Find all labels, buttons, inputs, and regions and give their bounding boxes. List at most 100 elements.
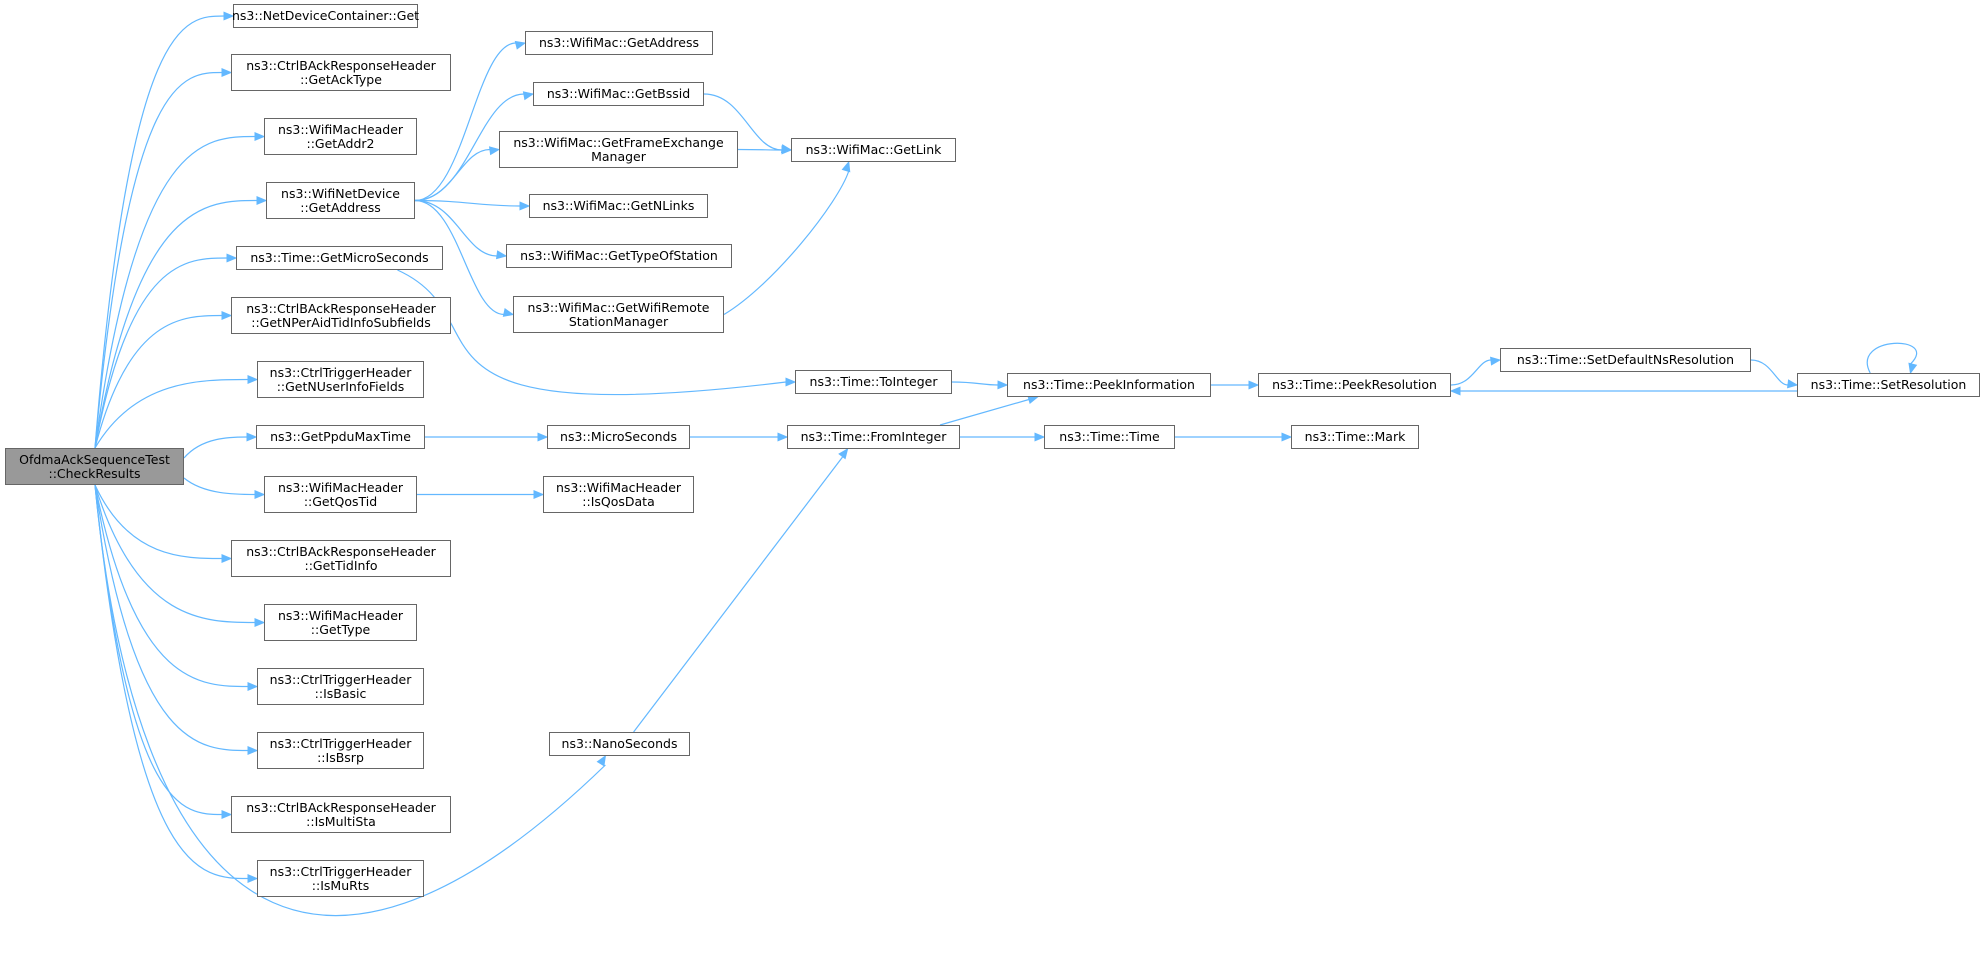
edge-wnd_getaddress-to-wm_gettypeofstation <box>414 199 498 257</box>
edge-root-to-getppdumaxtime <box>183 436 248 459</box>
edge-wm_getfem-to-wm_getlink-arrowhead <box>781 145 793 155</box>
edge-nanoseconds-to-time_frominteger <box>633 456 844 733</box>
edge-time_setdefaultns-to-time_setres-arrowhead <box>1787 379 1799 389</box>
edge-root-to-cth_ismurts-arrowhead <box>247 873 259 884</box>
edge-root-to-cbar_getacktype-arrowhead <box>221 67 233 78</box>
edge-time_setdefaultns-to-time_setres <box>1750 359 1789 386</box>
edge-root-to-cth_getnuser-arrowhead <box>247 374 259 385</box>
node-time-set-default-ns-resolution[interactable]: ns3::Time::SetDefaultNsResolution <box>1500 348 1751 372</box>
edge-nanoseconds-to-time_frominteger-arrowhead <box>838 447 849 460</box>
node-time-time[interactable]: ns3::Time::Time <box>1044 425 1175 449</box>
node-wifi-mac-header-is-qos-data[interactable]: ns3::WifiMacHeader::IsQosData <box>543 476 694 513</box>
node-ctrl-back-response-header-get-tid-info[interactable]: ns3::CtrlBAckResponseHeader::GetTidInfo <box>231 540 451 577</box>
edge-wm_getwrsm-to-wm_getlink <box>723 170 850 316</box>
edge-time_peekres-to-time_setdefaultns <box>1450 359 1492 386</box>
edge-time_frominteger-to-time_time-arrowhead <box>1034 432 1046 442</box>
node-ctrl-trigger-header-get-nuser-info-fields[interactable]: ns3::CtrlTriggerHeader::GetNUserInfoFiel… <box>257 361 424 398</box>
edge-root-to-cth_ismurts <box>94 484 249 880</box>
edge-time_setres-to-time_setres <box>1866 342 1918 374</box>
node-micro-seconds[interactable]: ns3::MicroSeconds <box>547 425 690 449</box>
edge-time_tointeger-to-time_peekinfo-arrowhead <box>997 380 1009 390</box>
edge-root-to-time_getmicro-arrowhead <box>226 253 238 263</box>
edge-root-to-ndc_get-arrowhead <box>223 11 235 21</box>
edge-root-to-cth_isbasic <box>94 484 249 688</box>
edge-time_time-to-time_mark-arrowhead <box>1281 432 1293 442</box>
node-ctrl-trigger-header-is-bsrp[interactable]: ns3::CtrlTriggerHeader::IsBsrp <box>257 732 424 769</box>
node-wifi-mac-get-nlinks[interactable]: ns3::WifiMac::GetNLinks <box>529 194 708 218</box>
edge-wnd_getaddress-to-wm_getfem <box>414 148 491 202</box>
node-wifi-mac-get-address[interactable]: ns3::WifiMac::GetAddress <box>525 31 713 55</box>
edge-root-to-wmh_getqostid <box>183 477 256 496</box>
node-ctrl-back-response-header-is-multi-sta[interactable]: ns3::CtrlBAckResponseHeader::IsMultiSta <box>231 796 451 833</box>
edge-root-to-cbar_ismultista-arrowhead <box>221 809 233 820</box>
edge-root-to-cbar_getacktype <box>94 71 223 449</box>
edge-time_tointeger-to-time_peekinfo <box>951 381 999 386</box>
node-ctrl-back-response-header-get-nper-aid-tid-info-subfields[interactable]: ns3::CtrlBAckResponseHeader::GetNPerAidT… <box>231 297 451 334</box>
edge-root-to-wmh_gettype <box>94 484 256 624</box>
node-ctrl-trigger-header-is-basic[interactable]: ns3::CtrlTriggerHeader::IsBasic <box>257 668 424 705</box>
edge-time_getmicro-to-time_tointeger <box>397 269 787 396</box>
node-wifi-mac-get-link[interactable]: ns3::WifiMac::GetLink <box>791 138 956 162</box>
node-wifi-mac-header-get-qos-tid[interactable]: ns3::WifiMacHeader::GetQosTid <box>264 476 417 513</box>
edge-root-to-cbar_gettidinfo <box>94 484 223 560</box>
edge-root-to-cbar_getnper-arrowhead <box>221 310 233 321</box>
node-wifi-mac-get-type-of-station[interactable]: ns3::WifiMac::GetTypeOfStation <box>506 244 732 268</box>
edge-root-to-time_getmicro <box>94 257 228 449</box>
node-wifi-mac-header-get-type[interactable]: ns3::WifiMacHeader::GetType <box>264 604 417 641</box>
node-time-peek-information[interactable]: ns3::Time::PeekInformation <box>1007 373 1211 397</box>
edge-wnd_getaddress-to-wm_getnlinks-arrowhead <box>519 201 531 211</box>
edge-wm_getwrsm-to-wm_getlink-arrowhead <box>841 160 851 173</box>
edge-root-to-cth_isbsrp-arrowhead <box>247 745 259 756</box>
edge-microseconds-to-time_frominteger-arrowhead <box>777 432 789 442</box>
edge-root-to-cth_getnuser <box>94 378 249 449</box>
node-net-device-container-get[interactable]: ns3::NetDeviceContainer::Get <box>232 4 419 28</box>
node-time-mark[interactable]: ns3::Time::Mark <box>1291 425 1419 449</box>
node-wifi-net-device-get-address[interactable]: ns3::WifiNetDevice::GetAddress <box>266 182 415 219</box>
edge-root-to-getppdumaxtime-arrowhead <box>246 432 258 442</box>
edge-root-to-ndc_get <box>94 15 225 449</box>
edge-root-to-cth_isbasic-arrowhead <box>247 681 259 692</box>
edge-wnd_getaddress-to-wm_getnlinks <box>414 199 521 207</box>
edge-wnd_getaddress-to-wm_gettypeofstation-arrowhead <box>495 250 508 260</box>
edge-root-to-cbar_gettidinfo-arrowhead <box>221 553 233 564</box>
edge-root-to-wnd_getaddress <box>94 199 258 449</box>
edge-wm_getbssid-to-wm_getlink <box>703 93 783 151</box>
edge-wm_getfem-to-wm_getlink <box>737 148 783 151</box>
edge-root-to-wmh_getaddr2 <box>94 135 256 449</box>
node-ofdma-ack-sequence-test-check-results: OfdmaAckSequenceTest::CheckResults <box>5 448 184 485</box>
edge-root-to-nanoseconds <box>94 484 606 917</box>
edge-time_setres-to-time_peekres-arrowhead <box>1449 386 1461 396</box>
node-time-from-integer[interactable]: ns3::Time::FromInteger <box>787 425 960 449</box>
edge-time_getmicro-to-time_tointeger-arrowhead <box>785 377 797 387</box>
edge-root-to-wmh_getqostid-arrowhead <box>254 489 266 500</box>
edge-getppdumaxtime-to-microseconds-arrowhead <box>537 432 549 442</box>
node-ctrl-back-response-header-get-ack-type[interactable]: ns3::CtrlBAckResponseHeader::GetAckType <box>231 54 451 91</box>
node-wifi-mac-header-get-addr2[interactable]: ns3::WifiMacHeader::GetAddr2 <box>264 118 417 155</box>
node-nano-seconds[interactable]: ns3::NanoSeconds <box>549 732 690 756</box>
edge-wnd_getaddress-to-wm_getbssid-arrowhead <box>522 91 535 101</box>
edge-wnd_getaddress-to-wm_getwrsm <box>414 199 505 316</box>
edge-root-to-wnd_getaddress-arrowhead <box>256 195 268 206</box>
edge-root-to-wmh_gettype-arrowhead <box>254 617 266 628</box>
edge-time_setres-to-time_setres-arrowhead <box>1908 362 1918 375</box>
edge-wnd_getaddress-to-wm_getwrsm-arrowhead <box>502 308 515 317</box>
node-time-get-micro-seconds[interactable]: ns3::Time::GetMicroSeconds <box>236 246 443 270</box>
edge-root-to-cbar_getnper <box>94 314 223 449</box>
edge-wnd_getaddress-to-wm_getfem-arrowhead <box>488 146 501 156</box>
edge-wnd_getaddress-to-wm_getaddress <box>414 42 517 202</box>
edge-time_frominteger-to-time_peekinfo <box>939 398 1031 426</box>
node-wifi-mac-get-bssid[interactable]: ns3::WifiMac::GetBssid <box>533 82 704 106</box>
node-time-peek-resolution[interactable]: ns3::Time::PeekResolution <box>1258 373 1451 397</box>
edge-wnd_getaddress-to-wm_getaddress-arrowhead <box>514 40 527 50</box>
edge-root-to-wmh_getaddr2-arrowhead <box>254 131 266 142</box>
node-time-to-integer[interactable]: ns3::Time::ToInteger <box>795 370 952 394</box>
node-ctrl-trigger-header-is-mu-rts[interactable]: ns3::CtrlTriggerHeader::IsMuRts <box>257 860 424 897</box>
edge-root-to-nanoseconds-arrowhead <box>596 754 607 767</box>
edge-time_peekres-to-time_setdefaultns-arrowhead <box>1490 356 1502 366</box>
node-get-ppdu-max-time[interactable]: ns3::GetPpduMaxTime <box>256 425 425 449</box>
node-time-set-resolution[interactable]: ns3::Time::SetResolution <box>1797 373 1980 397</box>
